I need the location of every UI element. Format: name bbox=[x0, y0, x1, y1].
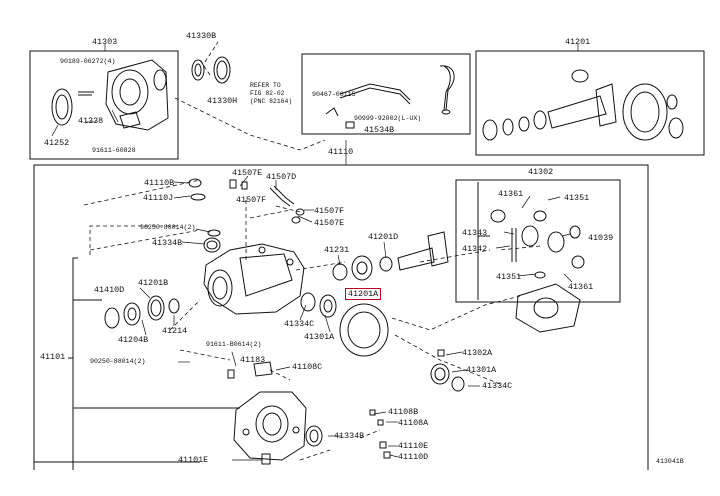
label-41301a-top: 41301A bbox=[304, 332, 335, 342]
label-41334b: 41334B bbox=[152, 238, 183, 248]
label-41343: 41343 bbox=[462, 228, 488, 238]
label-90250-88014-bot: 90250-88014(2) bbox=[90, 358, 146, 365]
label-41201b: 41201B bbox=[138, 278, 169, 288]
label-41204b: 41204B bbox=[118, 335, 149, 345]
refer-note: REFER TO FIG 82-02 (PNC 82164) bbox=[250, 82, 293, 105]
box-41302 bbox=[455, 179, 621, 303]
label-91611-60828: 91611-60828 bbox=[92, 147, 136, 154]
label-41351-top: 41351 bbox=[564, 193, 590, 203]
label-41534b: 41534B bbox=[364, 125, 395, 135]
label-41039: 41039 bbox=[588, 233, 614, 243]
label-41361-top: 41361 bbox=[498, 189, 524, 199]
label-41231: 41231 bbox=[324, 245, 350, 255]
figure-id: 413041B bbox=[656, 458, 684, 465]
label-90999-92002: 90999-92002(L-UX) bbox=[354, 115, 422, 122]
label-41302a: 41302A bbox=[462, 348, 493, 358]
box-41201 bbox=[475, 50, 705, 156]
label-41214: 41214 bbox=[162, 326, 188, 336]
label-41201: 41201 bbox=[565, 37, 591, 47]
label-41338: 41338 bbox=[78, 116, 104, 126]
label-41342: 41342 bbox=[462, 244, 488, 254]
label-41110b: 41110B bbox=[144, 178, 175, 188]
box-41303 bbox=[29, 50, 179, 160]
label-41302: 41302 bbox=[528, 167, 554, 177]
label-41330b: 41330B bbox=[186, 31, 217, 41]
label-41101: 41101 bbox=[40, 352, 66, 362]
cover-41101 bbox=[233, 391, 307, 461]
label-90467-06115: 90467-06115 bbox=[312, 91, 356, 98]
label-41201a-highlighted[interactable]: 41201A bbox=[345, 288, 382, 301]
label-41252: 41252 bbox=[44, 138, 70, 148]
label-41301a-bot: 41301A bbox=[466, 365, 497, 375]
label-41201d: 41201D bbox=[368, 232, 399, 242]
label-41507d: 41507D bbox=[266, 172, 297, 182]
label-41351-bot: 41351 bbox=[496, 272, 522, 282]
label-41507f-2: 41507F bbox=[314, 206, 345, 216]
label-41108b: 41108B bbox=[388, 407, 419, 417]
label-41334c-bot: 41334C bbox=[482, 381, 513, 391]
label-41330h: 41330H bbox=[207, 96, 238, 106]
label-41361-bot: 41361 bbox=[568, 282, 594, 292]
housing-41110 bbox=[203, 243, 305, 315]
label-90189-06272: 90189-06272(4) bbox=[60, 58, 116, 65]
label-41110j: 41110J bbox=[143, 193, 174, 203]
label-41410d: 41410D bbox=[94, 285, 125, 295]
label-41110: 41110 bbox=[328, 147, 354, 157]
label-41108c: 41108C bbox=[292, 362, 323, 372]
label-41303: 41303 bbox=[92, 37, 118, 47]
label-91611-b0614: 91611-B0614(2) bbox=[206, 341, 262, 348]
label-41183: 41183 bbox=[240, 355, 266, 365]
label-41334c-top: 41334C bbox=[284, 319, 315, 329]
bracket-41110 bbox=[33, 164, 649, 470]
bracket-41101 bbox=[72, 257, 78, 470]
label-41334b-bot: 41334B bbox=[334, 431, 365, 441]
label-41507e: 41507E bbox=[232, 168, 263, 178]
label-41507e-2: 41507E bbox=[314, 218, 345, 228]
label-41110e: 41110E bbox=[398, 441, 429, 451]
box-refer bbox=[301, 53, 471, 135]
label-41110d: 41110D bbox=[398, 452, 429, 462]
label-41507f: 41507F bbox=[236, 195, 267, 205]
label-41101e: 41101E bbox=[178, 455, 209, 465]
label-90250-88014-top: 90250-88014(2) bbox=[140, 224, 196, 231]
label-41108a: 41108A bbox=[398, 418, 429, 428]
